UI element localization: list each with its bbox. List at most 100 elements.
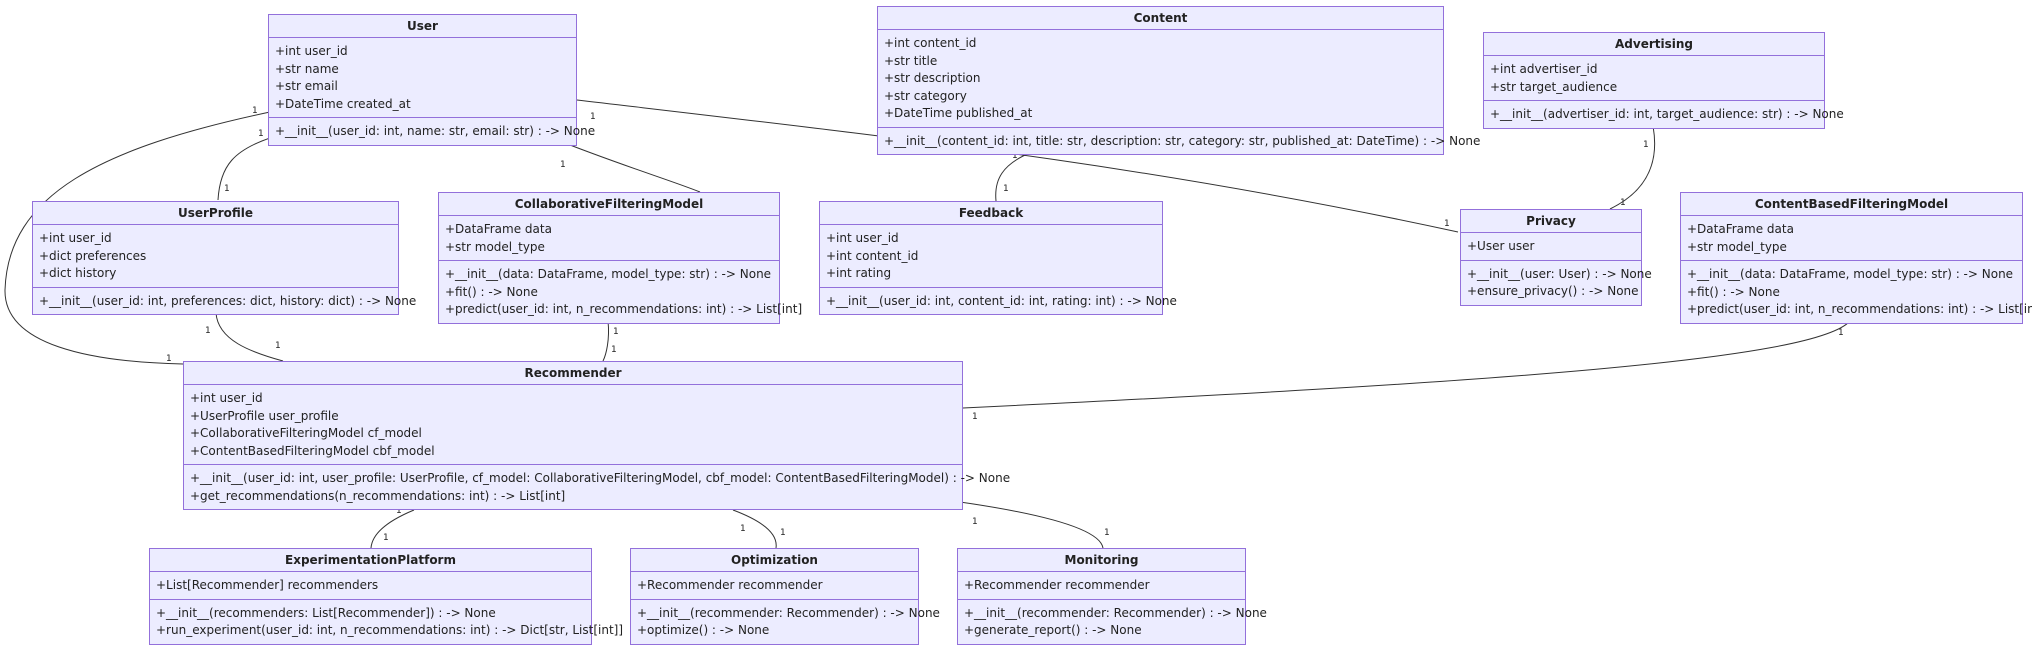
multiplicity-label: 1 bbox=[205, 326, 211, 336]
class-feedback[interactable]: Feedback +int user_id+int content_id+int… bbox=[819, 201, 1177, 315]
multiplicity-label: 1 bbox=[1012, 151, 1018, 161]
class-method: +ensure_privacy() : -> None bbox=[1467, 284, 1639, 298]
class-attribute: +dict history bbox=[39, 266, 117, 280]
class-title: ContentBasedFilteringModel bbox=[1681, 193, 2022, 216]
class-attribute: +str email bbox=[275, 79, 338, 93]
multiplicity-label: 1 bbox=[740, 524, 746, 534]
class-user[interactable]: User +int user_id+str name+str email+Dat… bbox=[268, 14, 596, 146]
class-attribute: +str name bbox=[275, 61, 339, 76]
class-attribute: +List[Recommender] recommenders bbox=[156, 578, 379, 592]
class-method: +__init__(data: DataFrame, model_type: s… bbox=[445, 267, 772, 281]
class-attribute: +str model_type bbox=[1687, 239, 1787, 254]
class-methods: +__init__(user_id: int, preferences: dic… bbox=[33, 288, 416, 315]
class-attribute: +DateTime created_at bbox=[275, 96, 411, 111]
class-attributes: +Recommender recommender bbox=[631, 572, 918, 600]
class-methods: +__init__(content_id: int, title: str, d… bbox=[878, 128, 1480, 155]
class-collaborative-filtering-model[interactable]: CollaborativeFilteringModel +DataFrame d… bbox=[438, 192, 803, 324]
class-methods: +__init__(data: DataFrame, model_type: s… bbox=[1681, 261, 2032, 323]
class-title: Optimization bbox=[631, 549, 918, 572]
class-recommender[interactable]: Recommender +int user_id +UserProfile use… bbox=[183, 361, 1011, 510]
class-method: +predict(user_id: int, n_recommendations… bbox=[445, 302, 803, 316]
class-methods: +__init__(user_id: int, name: str, email… bbox=[269, 118, 596, 145]
relationship-recommender-experimentation bbox=[370, 509, 415, 549]
class-attributes: +Recommender recommender bbox=[958, 572, 1245, 600]
multiplicity-label: 1 bbox=[383, 533, 389, 543]
multiplicity-label: 1 bbox=[780, 528, 786, 538]
class-method: +optimize() : -> None bbox=[637, 623, 770, 637]
class-attribute: +Recommender recommender bbox=[964, 578, 1150, 592]
relationship-recommender-monitoring bbox=[959, 501, 1104, 549]
class-title: UserProfile bbox=[33, 202, 398, 225]
class-attribute: +int user_id bbox=[190, 391, 263, 405]
class-attribute: +int user_id bbox=[826, 231, 899, 245]
relationship-user_profile-recommender bbox=[215, 312, 284, 362]
class-attribute: +UserProfile user_profile bbox=[190, 408, 339, 423]
class-advertising[interactable]: Advertising +int advertiser_id+str targe… bbox=[1483, 32, 1844, 129]
class-experimentation-platform[interactable]: ExperimentationPlatform +List[Recommende… bbox=[149, 548, 624, 645]
class-attributes: +DataFrame data+str model_type bbox=[1681, 216, 2022, 261]
class-attributes: +int user_id+int content_id+int rating bbox=[820, 225, 1162, 288]
multiplicity-label: 1 bbox=[1104, 528, 1110, 538]
class-method: +__init__(recommender: Recommender) : ->… bbox=[964, 605, 1267, 620]
class-method: +run_experiment(user_id: int, n_recommen… bbox=[156, 623, 624, 637]
class-attribute: +str category bbox=[884, 88, 967, 103]
class-attribute: +DataFrame data bbox=[445, 222, 552, 236]
class-attributes: +int user_id +str name +str email +DateTime… bbox=[269, 38, 576, 118]
class-method: +__init__(data: DataFrame, model_type: s… bbox=[1687, 267, 2014, 281]
class-attributes: +int user_id +UserProfile user_profile +Co… bbox=[184, 385, 962, 465]
multiplicity-label: 1 bbox=[972, 412, 978, 422]
class-methods: +__init__(user_id: int, content_id: int,… bbox=[820, 288, 1177, 315]
class-attributes: +DataFrame data+str model_type bbox=[439, 216, 779, 261]
multiplicity-label: 1 bbox=[258, 129, 264, 139]
multiplicity-label: 1 bbox=[252, 106, 258, 116]
class-attribute: +ContentBasedFilteringModel cbf_model bbox=[190, 443, 435, 458]
relationship-content-feedback bbox=[995, 151, 1033, 202]
multiplicity-label: 1 bbox=[972, 517, 978, 527]
class-attribute: +dict preferences bbox=[39, 248, 147, 263]
class-attributes: +List[Recommender] recommenders bbox=[150, 572, 591, 600]
class-content[interactable]: Content +int content_id+str title+str de… bbox=[877, 6, 1480, 155]
multiplicity-label: 1 bbox=[275, 341, 281, 351]
class-method: +predict(user_id: int, n_recommendations… bbox=[1687, 302, 2032, 316]
class-methods: +__init__(user_id: int, user_profile: Us… bbox=[184, 465, 1011, 509]
class-title: Recommender bbox=[184, 362, 962, 385]
class-methods: +__init__(user: User) : -> None+ensure_p… bbox=[1461, 261, 1652, 305]
class-privacy[interactable]: Privacy +User user +__init__(user: User)… bbox=[1460, 209, 1652, 306]
class-method: +fit() : -> None bbox=[1687, 284, 1780, 299]
class-attribute: +int user_id bbox=[39, 231, 112, 245]
class-attributes: +int user_id +dict preferences +dict histo… bbox=[33, 225, 398, 288]
class-method: +__init__(user_id: int, name: str, email… bbox=[275, 124, 596, 138]
relationship-user-privacy bbox=[576, 99, 1459, 233]
relationship-content_model-recommender bbox=[962, 320, 1851, 409]
class-title: Privacy bbox=[1461, 210, 1641, 233]
class-attributes: +User user bbox=[1461, 233, 1641, 261]
class-attribute: +int user_id bbox=[275, 44, 348, 58]
class-title: Advertising bbox=[1484, 33, 1824, 56]
multiplicity-label: 1 bbox=[166, 354, 172, 364]
multiplicity-label: 1 bbox=[1838, 328, 1844, 338]
class-methods: +__init__(recommender: Recommender) : ->… bbox=[958, 600, 1267, 644]
relationship-user-user_profile bbox=[217, 137, 271, 201]
class-methods: +__init__(recommender: Recommender) : ->… bbox=[631, 600, 940, 644]
multiplicity-label: 1 bbox=[611, 345, 617, 355]
class-method: +__init__(recommender: Recommender) : ->… bbox=[637, 605, 940, 620]
class-optimization[interactable]: Optimization +Recommender recommender +_… bbox=[630, 548, 940, 645]
class-method: +get_recommendations(n_recommendations: … bbox=[190, 488, 566, 503]
class-title: ExperimentationPlatform bbox=[150, 549, 591, 572]
class-attribute: +str description bbox=[884, 71, 981, 85]
class-attribute: +DateTime published_at bbox=[884, 106, 1033, 120]
class-user-profile[interactable]: UserProfile +int user_id +dict preference… bbox=[32, 201, 416, 315]
multiplicity-label: 1 bbox=[1444, 219, 1450, 229]
class-method: +__init__(user_id: int, user_profile: Us… bbox=[190, 471, 1011, 485]
relationship-user-feedback bbox=[551, 137, 701, 193]
class-monitoring[interactable]: Monitoring +Recommender recommender +__i… bbox=[957, 548, 1267, 645]
class-attribute: +str title bbox=[884, 53, 938, 68]
class-title: CollaborativeFilteringModel bbox=[439, 193, 779, 216]
multiplicity-label: 1 bbox=[560, 160, 566, 170]
multiplicity-label: 1 bbox=[613, 327, 619, 337]
class-content-based-filtering-model[interactable]: ContentBasedFilteringModel +DataFrame da… bbox=[1680, 192, 2032, 324]
multiplicity-label: 1 bbox=[224, 184, 230, 194]
class-method: +__init__(advertiser_id: int, target_aud… bbox=[1490, 107, 1844, 121]
class-methods: +__init__(data: DataFrame, model_type: s… bbox=[439, 261, 803, 323]
